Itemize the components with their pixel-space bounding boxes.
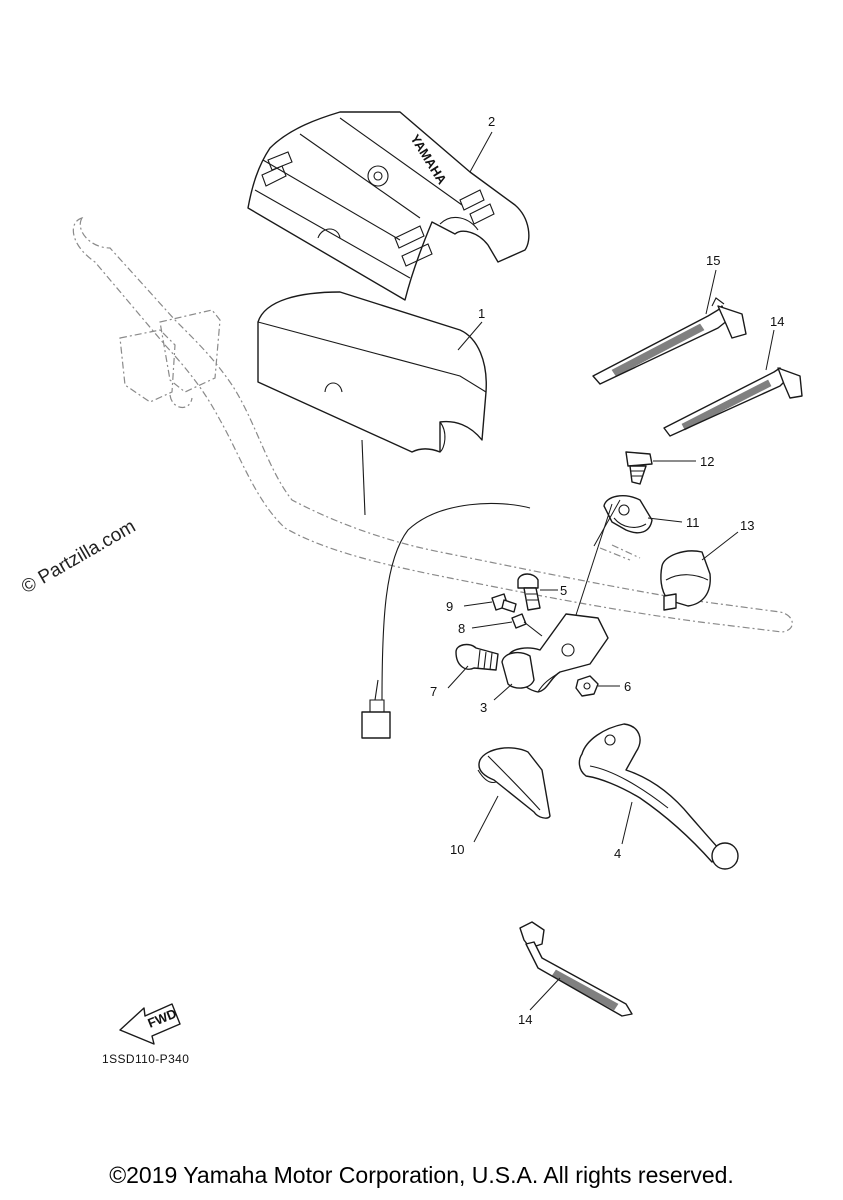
pad-cover-checker-pattern	[261, 151, 495, 267]
callout-15: 15	[706, 253, 720, 268]
nut-6	[575, 675, 599, 697]
cable-tie-upper	[592, 297, 747, 385]
clutch-lever	[578, 723, 739, 870]
callout-8: 8	[458, 621, 465, 636]
callout-2: 2	[488, 114, 495, 129]
lever-cover	[477, 747, 551, 819]
fwd-direction-arrow: FWD	[119, 1003, 181, 1045]
lever-holder-bracket	[501, 613, 609, 693]
bolt-5	[517, 573, 541, 611]
callout-7: 7	[430, 684, 437, 699]
callout-12: 12	[700, 454, 714, 469]
yamaha-tuning-fork-logo	[367, 165, 389, 187]
diagram-code: 1SSD110-P340	[102, 1052, 190, 1066]
callout-13: 13	[740, 518, 754, 533]
callout-1: 1	[478, 306, 485, 321]
adjuster-bolt-7	[455, 643, 499, 671]
callout-10: 10	[450, 842, 464, 857]
cable-tie-right	[663, 367, 803, 437]
lever-cable	[361, 439, 531, 739]
screw-9	[491, 593, 517, 613]
copyright-notice: ©2019 Yamaha Motor Corporation, U.S.A. A…	[109, 1162, 734, 1188]
callout-4: 4	[614, 846, 621, 861]
callout-9: 9	[446, 599, 453, 614]
callout-3: 3	[480, 700, 487, 715]
holder-11	[603, 495, 653, 534]
callout-14-lower: 14	[518, 1012, 532, 1027]
callout-numbers: 2 1 15 14 12 11 13 5 9 8 7 3 6 10 4 14	[430, 114, 784, 1027]
handlebar-ghost	[72, 217, 793, 633]
leader-lines	[447, 131, 775, 1011]
clamp-13	[660, 550, 711, 611]
cable-connector	[361, 711, 391, 739]
cable-tie-lower	[519, 921, 633, 1017]
callout-11: 11	[686, 515, 700, 530]
callout-6: 6	[624, 679, 631, 694]
handlebar-pad-cover: YAMAHA	[247, 111, 530, 301]
callout-14-upper: 14	[770, 314, 784, 329]
callout-5: 5	[560, 583, 567, 598]
handlebar-pad	[257, 291, 487, 453]
adjuster-8	[511, 613, 543, 637]
bolt-12	[625, 451, 653, 485]
